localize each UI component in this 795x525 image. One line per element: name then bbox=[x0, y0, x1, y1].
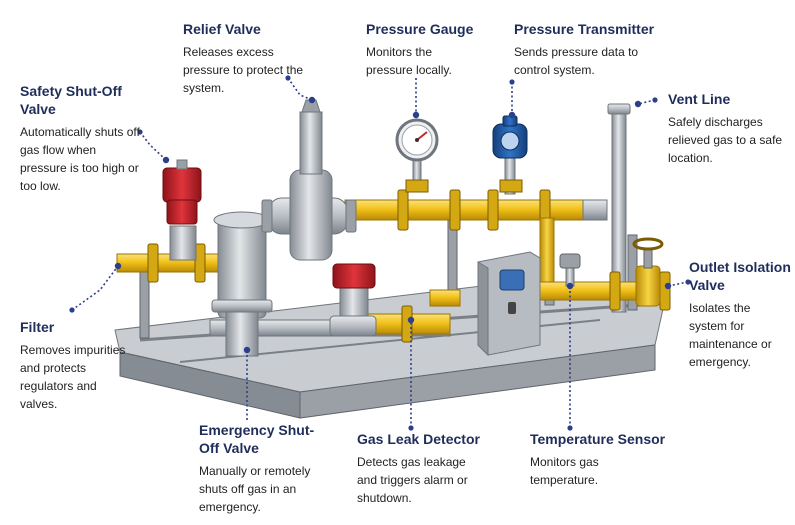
upper-pipe bbox=[344, 189, 608, 289]
callout-title: Pressure Transmitter bbox=[514, 21, 655, 37]
callout-desc: Automatically shuts off gas flow when pr… bbox=[20, 125, 140, 193]
callout-title: Relief Valve bbox=[183, 21, 261, 37]
callout-filter: Filter Removes impurities and protects r… bbox=[20, 318, 135, 413]
callout-desc: Monitors gas temperature. bbox=[530, 455, 599, 487]
callout-desc: Sends pressure data to control system. bbox=[514, 45, 639, 77]
callout-desc: Safely discharges relieved gas to a safe… bbox=[668, 115, 783, 165]
callout-safety-shutoff-valve: Safety Shut-Off Valve Automatically shut… bbox=[20, 82, 140, 195]
callout-relief-valve: Relief Valve Releases excess pressure to… bbox=[183, 20, 313, 97]
callout-vent-line: Vent Line Safely discharges relieved gas… bbox=[668, 90, 783, 167]
vent-line-pipe bbox=[607, 103, 631, 313]
safety-shutoff-valve bbox=[162, 159, 202, 261]
callout-title: Safety Shut-Off Valve bbox=[20, 83, 122, 117]
emergency-shutoff-valve bbox=[329, 263, 377, 337]
callout-desc: Removes impurities and protects regulato… bbox=[20, 343, 126, 411]
pressure-gauge bbox=[395, 118, 439, 193]
callout-title: Outlet Isolation Valve bbox=[689, 259, 791, 293]
callout-title: Pressure Gauge bbox=[366, 21, 474, 37]
callout-emergency-shutoff-valve: Emergency Shut-Off Valve Manually or rem… bbox=[199, 421, 319, 516]
callout-desc: Releases excess pressure to protect the … bbox=[183, 45, 304, 95]
outlet-isolation-valve bbox=[632, 237, 664, 307]
callout-desc: Detects gas leakage and triggers alarm o… bbox=[357, 455, 468, 505]
filter-vessel bbox=[211, 211, 273, 357]
callout-title: Filter bbox=[20, 319, 55, 335]
callout-desc: Manually or remotely shuts off gas in an… bbox=[199, 464, 311, 514]
temperature-sensor bbox=[559, 253, 581, 287]
gas-leak-detector bbox=[477, 251, 541, 357]
callout-temperature-sensor: Temperature Sensor Monitors gas temperat… bbox=[530, 430, 670, 489]
callout-pressure-transmitter: Pressure Transmitter Sends pressure data… bbox=[514, 20, 664, 79]
callout-title: Temperature Sensor bbox=[530, 431, 666, 447]
pointer-dots bbox=[69, 75, 691, 431]
callout-desc: Monitors the pressure locally. bbox=[366, 45, 452, 77]
pressure-transmitter bbox=[492, 115, 528, 195]
callout-gas-leak-detector: Gas Leak Detector Detects gas leakage an… bbox=[357, 430, 482, 507]
inlet-pipe bbox=[116, 243, 228, 283]
callout-outlet-isolation-valve: Outlet Isolation Valve Isolates the syst… bbox=[689, 258, 791, 371]
callout-title: Emergency Shut-Off Valve bbox=[199, 422, 315, 456]
callout-title: Gas Leak Detector bbox=[357, 431, 480, 447]
callout-title: Vent Line bbox=[668, 91, 731, 107]
callout-desc: Isolates the system for maintenance or e… bbox=[689, 301, 772, 369]
callout-pressure-gauge: Pressure Gauge Monitors the pressure loc… bbox=[366, 20, 476, 79]
regulator-body bbox=[261, 99, 357, 261]
